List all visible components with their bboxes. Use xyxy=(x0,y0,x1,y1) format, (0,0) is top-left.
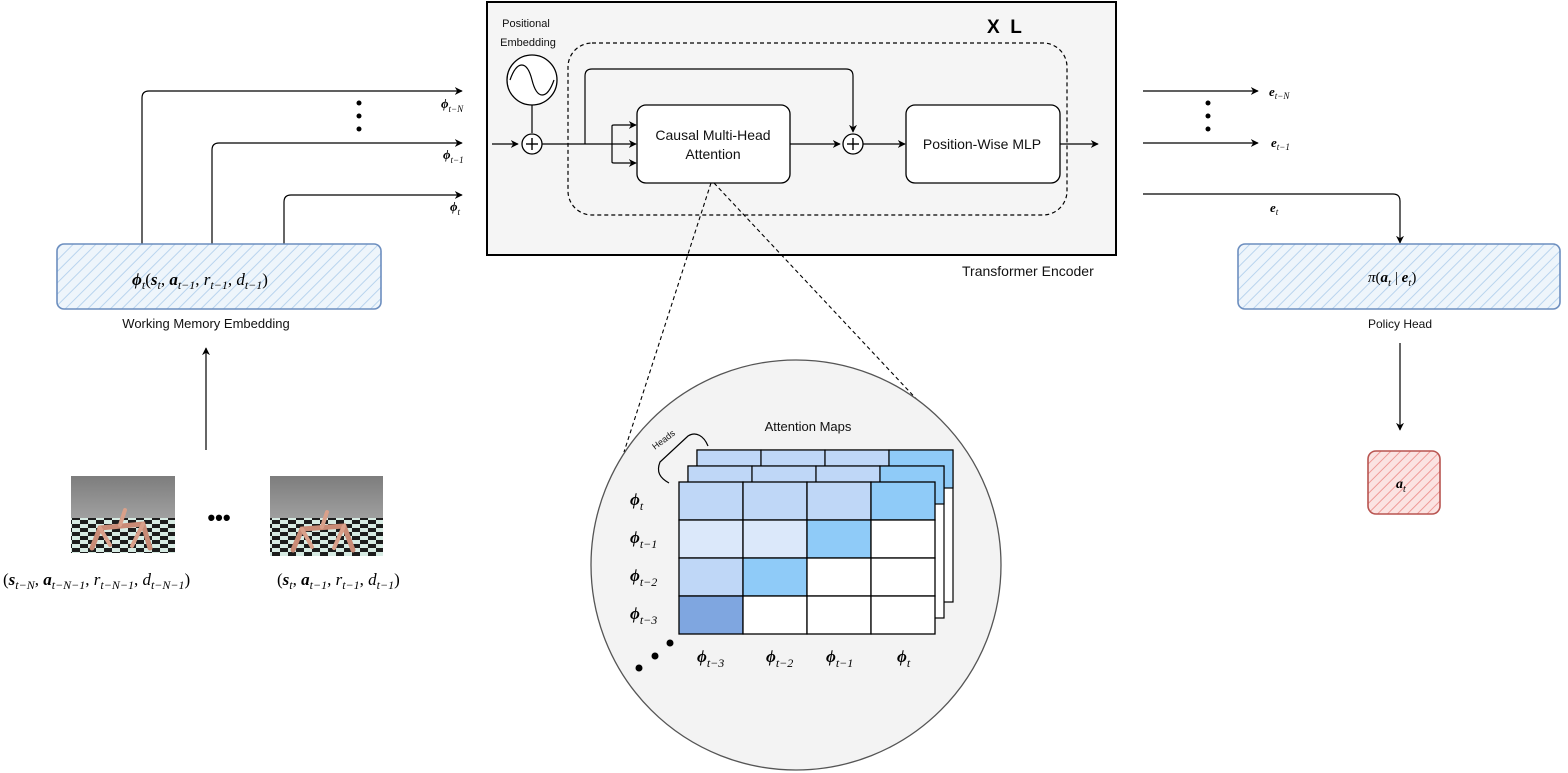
sine-wave-curve xyxy=(509,64,555,96)
attention-map-grid xyxy=(678,481,936,635)
ellipsis-dot xyxy=(666,639,674,647)
ellipsis-dot xyxy=(1205,100,1211,106)
policy-head-box xyxy=(1237,243,1561,310)
encoder-layer-dashed xyxy=(567,42,1068,216)
attention-cell xyxy=(678,595,744,635)
attention-cell xyxy=(806,595,872,635)
ellipsis-dot xyxy=(356,126,362,132)
input-embedding-arrows: ϕt−N ϕt−1 ϕt xyxy=(141,87,464,244)
attention-col-labels: ϕt−3 ϕt−2 ϕt−1 ϕt xyxy=(697,647,911,670)
output-embeddings: et−N et−1 et xyxy=(1143,84,1404,244)
working-memory-embedding: ϕt(st, at−1, rt−1, dt−1) Working Memory … xyxy=(56,243,382,450)
attention-label-1: Causal Multi-Head xyxy=(655,127,770,143)
attention-maps-title: Attention Maps xyxy=(765,419,852,434)
attention-cell xyxy=(742,519,808,559)
attention-cell xyxy=(742,557,808,597)
working-memory-caption: Working Memory Embedding xyxy=(122,316,289,331)
attention-cell xyxy=(678,481,744,521)
attention-cell xyxy=(870,595,936,635)
attention-cell xyxy=(806,519,872,559)
mlp-label: Position-Wise MLP xyxy=(923,136,1041,152)
attention-cell xyxy=(742,481,808,521)
ellipsis-dot xyxy=(1205,113,1211,119)
ellipsis-dot xyxy=(356,113,362,119)
output-label-e-t: et xyxy=(1270,200,1279,217)
encoder-title: Transformer Encoder xyxy=(962,263,1094,279)
attention-row-label: ϕt−1 xyxy=(630,528,657,551)
policy-formula: π(at | et) xyxy=(1368,270,1416,289)
repeat-label: X L xyxy=(987,17,1022,38)
input-label-phi-t-N: ϕt−N xyxy=(441,96,464,114)
policy-caption: Policy Head xyxy=(1368,317,1432,331)
attention-cell xyxy=(678,557,744,597)
attention-col-label: ϕt−3 xyxy=(697,647,724,670)
observation-frame-last xyxy=(270,476,383,556)
attention-row-labels: ϕt ϕt−1 ϕt−2 ϕt−3 xyxy=(630,490,657,627)
working-memory-formula: ϕt(st, at−1, rt−1, dt−1) xyxy=(132,270,268,292)
ellipsis-dot xyxy=(651,652,659,660)
working-memory-box xyxy=(56,243,382,310)
heads-bracket xyxy=(657,433,709,484)
attention-block xyxy=(636,104,791,184)
attention-label-2: Attention xyxy=(685,146,740,162)
policy-head: π(at | et) Policy Head at xyxy=(1237,243,1561,515)
action-box xyxy=(1367,450,1441,515)
attention-cell xyxy=(870,481,936,521)
observation-label-first: (st−N, at−N−1, rt−N−1, dt−N−1) xyxy=(3,570,190,592)
attention-col-label: ϕt xyxy=(897,647,911,670)
ellipsis-dot xyxy=(635,664,643,672)
input-label-phi-t: ϕt xyxy=(450,199,461,217)
attention-cell xyxy=(870,519,936,559)
input-label-phi-t-1: ϕt−1 xyxy=(443,147,464,165)
attention-row-label: ϕt−3 xyxy=(630,604,657,627)
pos-embed-label-1: Positional xyxy=(502,18,550,30)
attention-col-label: ϕt−2 xyxy=(766,647,793,670)
attention-row-label: ϕt xyxy=(630,490,644,513)
attention-cell xyxy=(806,481,872,521)
transformer-encoder: X L Transformer Encoder Positional Embed… xyxy=(486,1,1117,279)
output-label-e-t-1: et−1 xyxy=(1271,135,1290,152)
attention-cell xyxy=(678,519,744,559)
ellipsis-dot xyxy=(356,100,362,106)
attention-col-label: ϕt−1 xyxy=(826,647,853,670)
output-label-e-t-N: et−N xyxy=(1269,84,1290,101)
attention-cell xyxy=(806,557,872,597)
attention-row-label: ϕt−2 xyxy=(630,566,657,589)
attention-cell xyxy=(742,595,808,635)
observation-frame-first xyxy=(71,476,175,553)
attention-cell xyxy=(870,557,936,597)
action-label: at xyxy=(1396,477,1406,495)
observation-label-last: (st, at−1, rt−1, dt−1) xyxy=(277,570,400,592)
observations: ••• (st−N, at−N−1, rt−N−1, dt−N−1) (st, … xyxy=(3,476,400,592)
ellipsis-dot xyxy=(1205,126,1211,132)
observation-ellipsis: ••• xyxy=(207,505,230,530)
pos-embed-label-2: Embedding xyxy=(500,37,556,49)
